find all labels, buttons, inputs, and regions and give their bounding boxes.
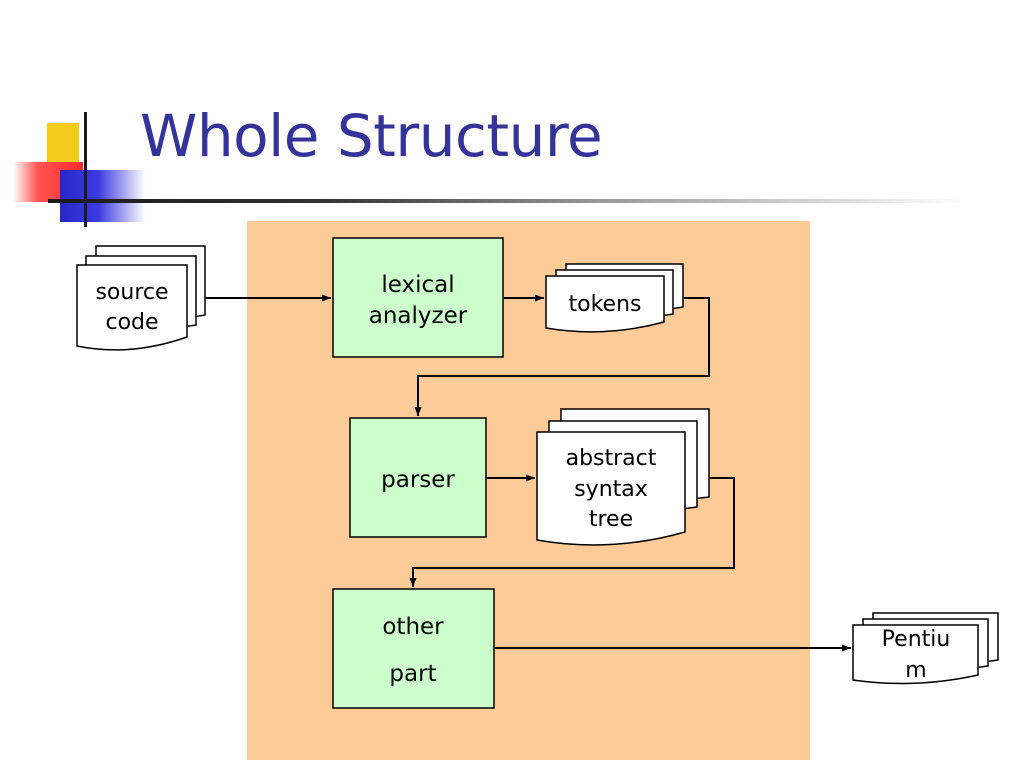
doc-tokens-line-1: tokens bbox=[569, 292, 642, 317]
arrow-ast-to-other bbox=[409, 477, 735, 587]
arrow-tokens-to-parser bbox=[414, 297, 710, 416]
doc-source-code-line-1: source bbox=[95, 280, 168, 305]
doc-pentium-line-2: m bbox=[905, 658, 926, 683]
process-other-line-1: other bbox=[382, 614, 444, 640]
decor-blue-square bbox=[60, 170, 145, 222]
decor-vertical-line bbox=[84, 112, 87, 227]
doc-abstract-syntax-tree: abstract syntax tree bbox=[536, 408, 710, 546]
doc-source-code: source code bbox=[76, 245, 206, 351]
process-parser: parser bbox=[349, 417, 487, 538]
process-lexical-line-1: lexical bbox=[381, 272, 454, 298]
doc-tokens: tokens bbox=[545, 263, 684, 333]
title-underline bbox=[48, 199, 968, 203]
doc-ast-line-1: abstract bbox=[566, 446, 657, 471]
doc-pentium: Pentiu m bbox=[852, 612, 999, 685]
doc-source-code-line-2: code bbox=[105, 310, 158, 335]
doc-ast-line-2: syntax bbox=[574, 477, 648, 502]
slide-title: Whole Structure bbox=[140, 102, 603, 170]
doc-pentium-line-1: Pentiu bbox=[882, 627, 951, 652]
decor-yellow-square bbox=[47, 123, 79, 168]
process-other-line-2: part bbox=[389, 661, 436, 687]
process-other-part: other part bbox=[332, 588, 495, 709]
process-lexical-analyzer: lexical analyzer bbox=[332, 237, 504, 358]
doc-ast-line-3: tree bbox=[589, 507, 633, 532]
process-lexical-line-2: analyzer bbox=[369, 303, 468, 329]
process-parser-line-1: parser bbox=[381, 467, 455, 493]
